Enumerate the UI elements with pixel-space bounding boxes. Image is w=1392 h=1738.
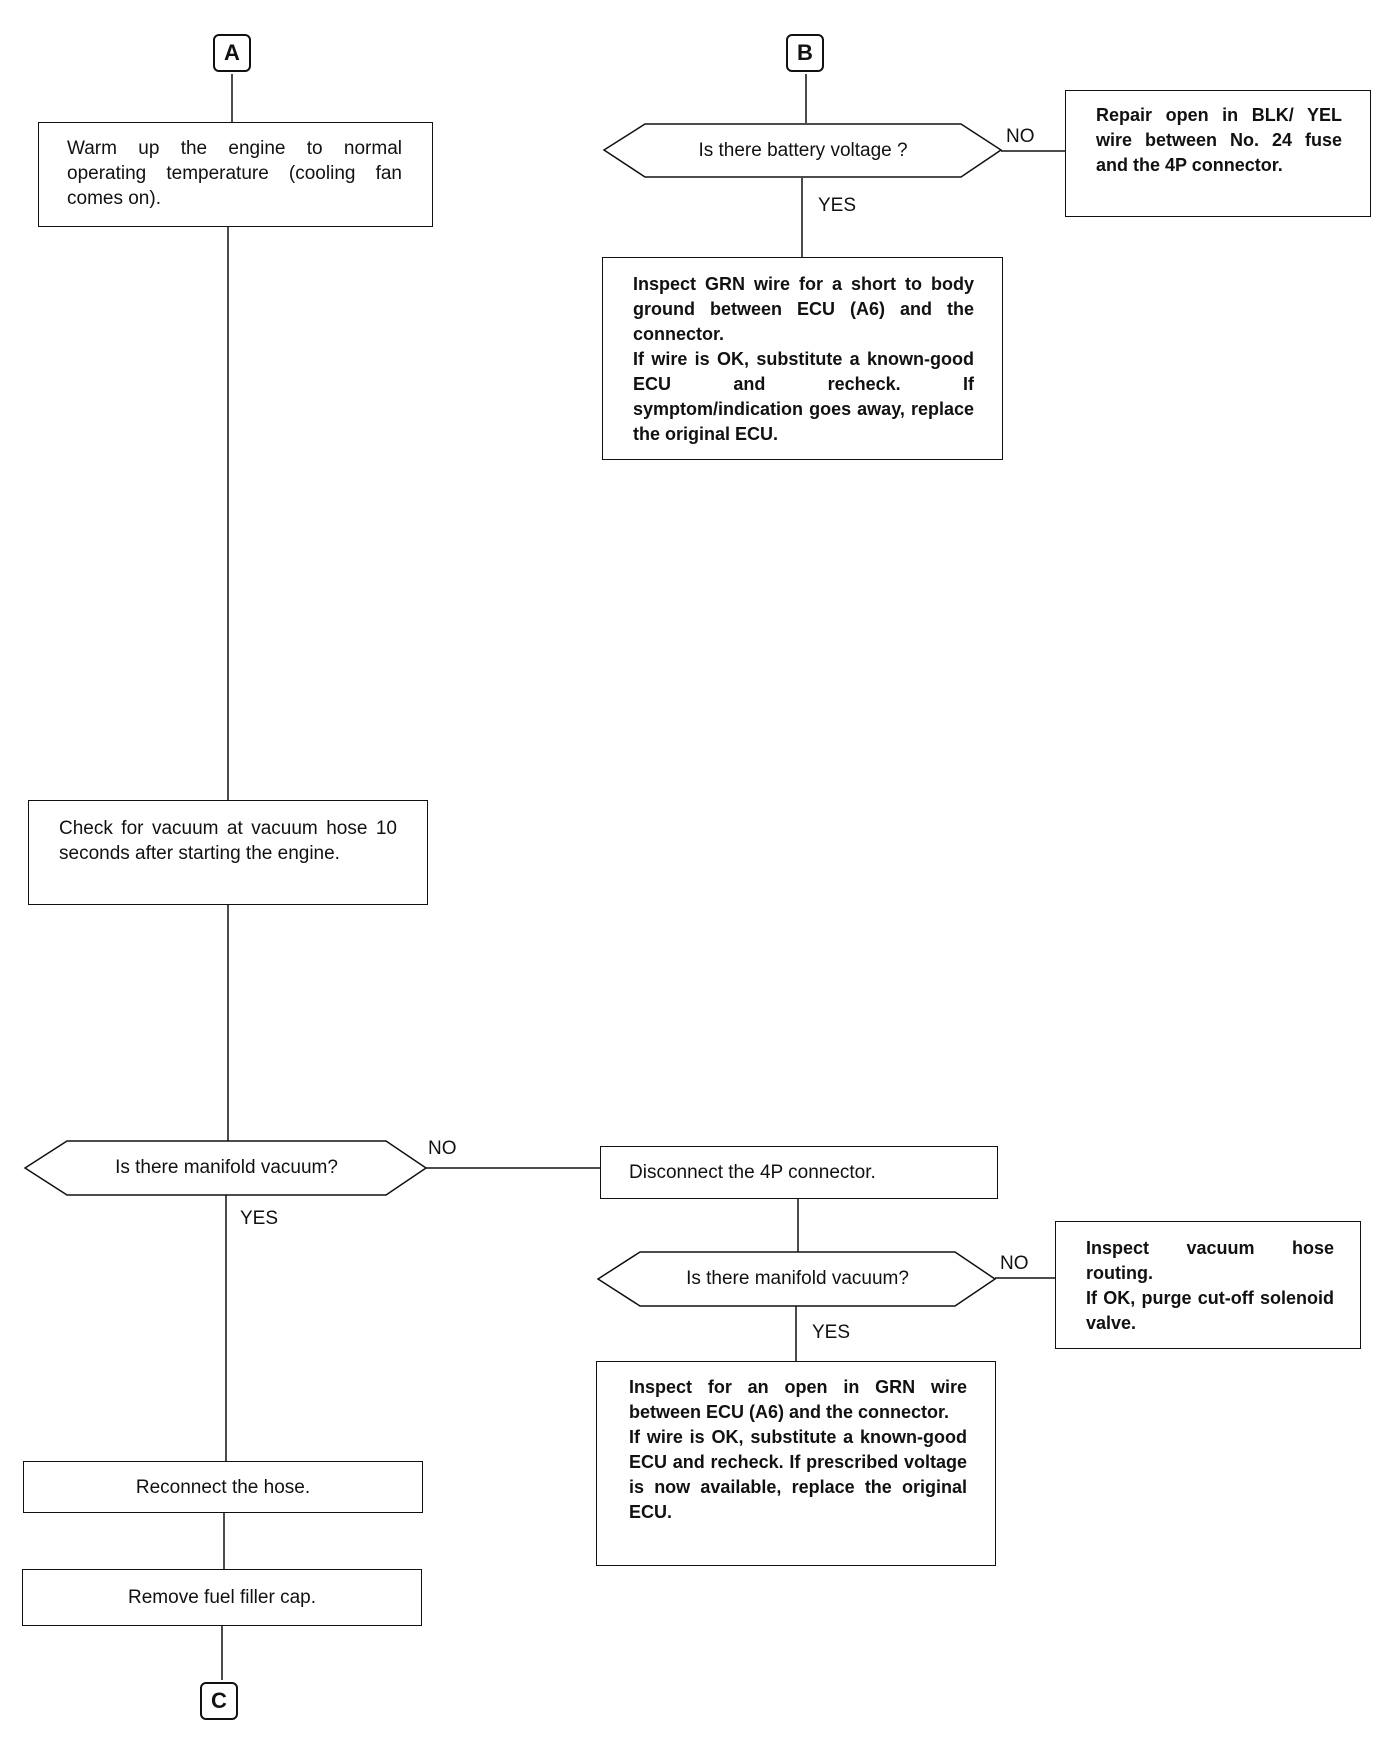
step-repair-open: Repair open in BLK/ YEL wire between No.…: [1065, 90, 1371, 217]
step-disconnect-4p: Disconnect the 4P connector.: [600, 1146, 998, 1199]
step-inspect-grn-short: Inspect GRN wire for a short to body gro…: [602, 257, 1003, 460]
step-disconnect-4p-text: Disconnect the 4P connector.: [629, 1162, 876, 1183]
decision-battery-voltage: Is there battery voltage ?: [698, 139, 908, 161]
step-inspect-grn-open-line1: Inspect for an open in GRN wire between …: [629, 1377, 967, 1422]
connector-a: A: [213, 34, 251, 72]
step-inspect-grn-short-line1: Inspect GRN wire for a short to body gro…: [633, 274, 974, 344]
step-reconnect-hose-text: Reconnect the hose.: [135, 1476, 311, 1498]
label-yes-battery: YES: [818, 195, 857, 216]
label-no-battery: NO: [1006, 126, 1035, 147]
connector-c: C: [200, 1682, 238, 1720]
label-yes-vacuum-2: YES: [812, 1322, 851, 1343]
step-check-vacuum: Check for vacuum at vacuum hose 10 secon…: [28, 800, 428, 905]
step-reconnect-hose: Reconnect the hose.: [23, 1461, 423, 1513]
step-warm-up-text: Warm up the engine to normal operating t…: [67, 138, 402, 209]
decision-manifold-vacuum-2: Is there manifold vacuum?: [686, 1268, 909, 1289]
step-remove-cap-text: Remove fuel filler cap.: [128, 1587, 316, 1608]
label-yes-vacuum-1: YES: [240, 1208, 279, 1229]
decision-manifold-vacuum-1-shape: [23, 1140, 428, 1196]
step-inspect-hose-routing-line2: If OK, purge cut-off solenoid valve.: [1086, 1288, 1334, 1333]
step-inspect-grn-short-line2: If wire is OK, substitute a known-good E…: [633, 349, 974, 444]
step-remove-cap: Remove fuel filler cap.: [22, 1569, 422, 1626]
decision-manifold-vacuum-1: Is there manifold vacuum?: [115, 1157, 338, 1178]
decision-manifold-vacuum-2-shape: [596, 1251, 997, 1307]
step-inspect-grn-open: Inspect for an open in GRN wire between …: [596, 1361, 996, 1566]
step-inspect-grn-open-line2: If wire is OK, substitute a known-good E…: [629, 1427, 967, 1522]
step-repair-open-text: Repair open in BLK/ YEL wire between No.…: [1096, 105, 1342, 175]
step-warm-up: Warm up the engine to normal operating t…: [38, 122, 433, 227]
step-inspect-hose-routing-line1: Inspect vacuum hose routing.: [1086, 1238, 1334, 1283]
label-no-vacuum-2: NO: [1000, 1253, 1029, 1274]
step-check-vacuum-text: Check for vacuum at vacuum hose 10 secon…: [59, 818, 397, 864]
decision-battery-voltage-shape: [602, 123, 1003, 178]
label-no-vacuum-1: NO: [428, 1138, 457, 1159]
connector-b: B: [786, 34, 824, 72]
step-inspect-hose-routing: Inspect vacuum hose routing. If OK, purg…: [1055, 1221, 1361, 1349]
